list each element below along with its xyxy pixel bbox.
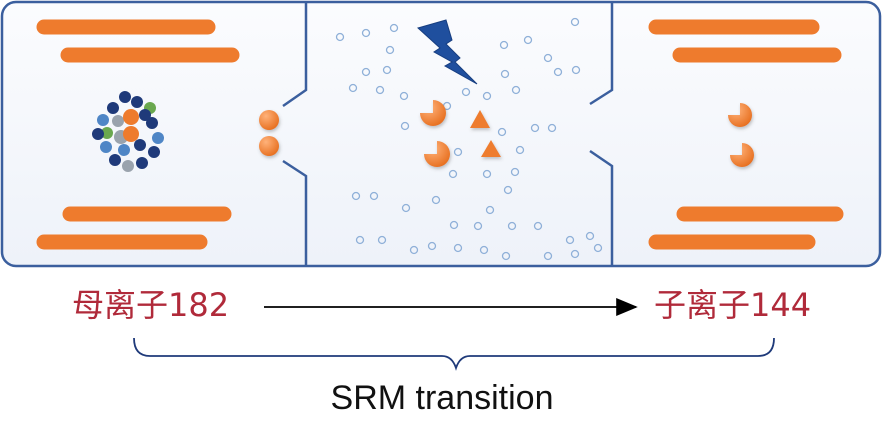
parent-ions <box>259 110 279 156</box>
instrument-frame <box>0 0 882 268</box>
fragment-triangle-2 <box>481 140 501 157</box>
fragment-pacman-1 <box>420 100 446 126</box>
transition-bracket <box>133 337 775 371</box>
collision-gas <box>335 17 603 261</box>
daughter-ion-1 <box>728 103 752 127</box>
fragment-ions <box>420 100 501 167</box>
srm-transition-label: SRM transition <box>330 379 554 417</box>
lightning-bolt-icon <box>416 19 478 85</box>
q1-divider <box>282 2 308 266</box>
ion-cluster <box>92 91 164 172</box>
q3-rods <box>648 19 844 250</box>
daughter-ions <box>728 103 754 167</box>
q3-divider <box>589 2 614 266</box>
fragment-triangle-1 <box>470 110 490 128</box>
daughter-ion-label: 子离子144 <box>654 286 812 324</box>
daughter-ion-2 <box>730 143 754 167</box>
q1-rods <box>36 19 240 250</box>
parent-ion-label: 母离子182 <box>72 286 230 324</box>
fragment-pacman-2 <box>424 141 450 167</box>
